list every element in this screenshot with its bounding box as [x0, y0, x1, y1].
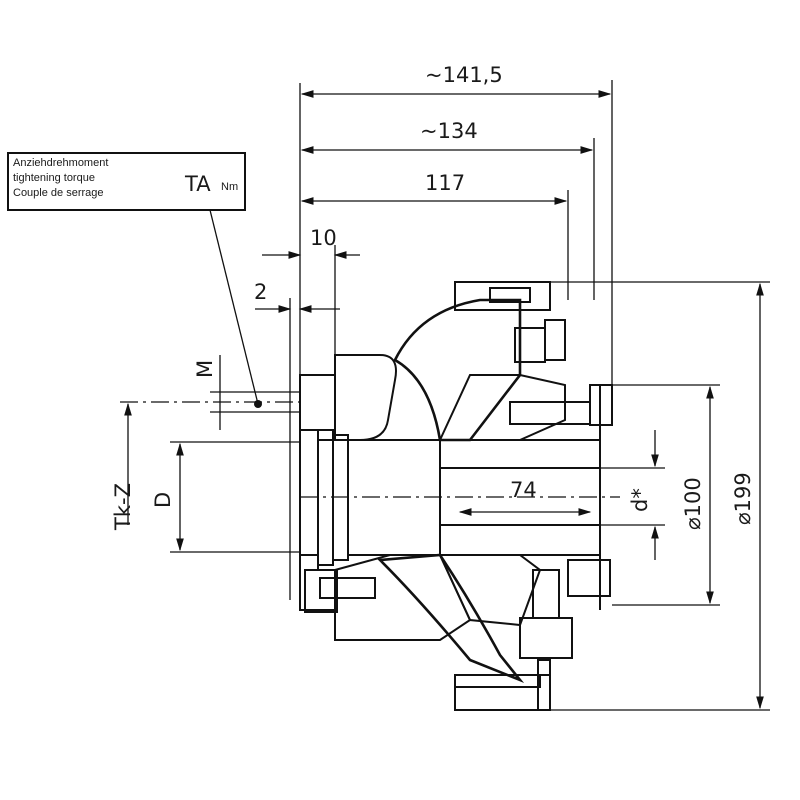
dim-flange-thickness: 10: [310, 226, 337, 250]
torque-unit: Nm: [221, 181, 238, 193]
top-dimensions: ~141,5 ~134 117 10 2: [254, 63, 613, 600]
dim-length-2: ~134: [420, 119, 478, 143]
dim-bore-diameter: d*: [628, 488, 652, 512]
leader-line: [209, 209, 259, 405]
dim-bolt-thread: M: [193, 360, 217, 378]
dim-outer-diameter: ⌀199: [731, 472, 755, 525]
dim-length-3: 117: [425, 171, 465, 195]
dim-pilot-diameter: D: [151, 492, 175, 508]
torque-symbol: TA: [184, 172, 211, 196]
dim-gap: 2: [254, 280, 267, 304]
dim-bore-length: 74: [510, 478, 537, 502]
coupling-section: 74: [299, 281, 620, 711]
left-dimensions: M Tk-Z D: [111, 355, 300, 553]
legend-line-de: Anziehdrehmoment: [13, 157, 108, 169]
legend-line-fr: Couple de serrage: [13, 187, 104, 199]
dim-overall-length: ~141,5: [425, 63, 503, 87]
dim-hub-diameter: ⌀100: [681, 477, 705, 530]
legend-box: Anziehdrehmoment tightening torque Coupl…: [7, 152, 262, 408]
dim-pitch-circle: Tk-Z: [111, 483, 135, 531]
legend-line-en: tightening torque: [13, 172, 95, 184]
leader-dot: [254, 400, 262, 408]
